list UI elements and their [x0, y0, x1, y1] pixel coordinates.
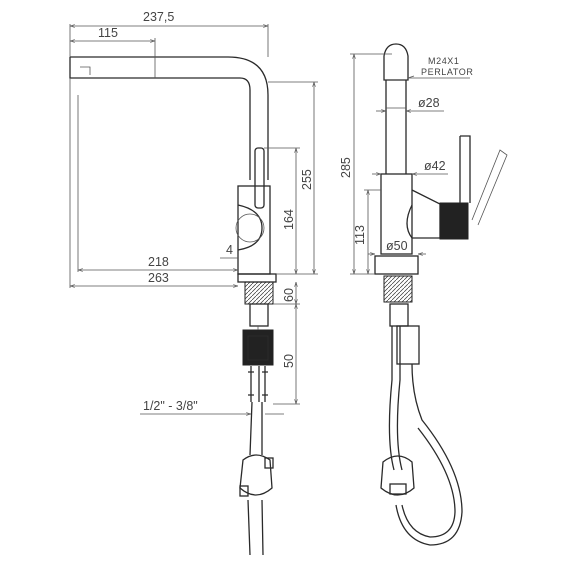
side-lever-block — [406, 189, 441, 239]
dim-total-height: 255 — [300, 169, 314, 190]
dim-hose-fitting: 50 — [282, 354, 296, 368]
side-lever — [459, 135, 471, 203]
side-spout-tube — [385, 80, 407, 174]
side-hose-weight — [380, 455, 415, 496]
front-fitting-core — [247, 335, 269, 361]
front-cartridge — [235, 213, 265, 243]
front-hose-connectors — [248, 366, 268, 402]
front-weight-clip-1 — [264, 457, 274, 469]
side-weight-clip — [389, 483, 407, 495]
side-shank — [383, 275, 413, 303]
dim-connection: 1/2" - 3/8" — [143, 399, 198, 413]
dim-gap: 4 — [226, 243, 233, 257]
front-spout-arm — [69, 56, 269, 180]
front-hose — [247, 401, 264, 556]
front-shank — [244, 281, 274, 305]
dim-base-to-spout: 218 — [148, 255, 169, 269]
front-hose-weight — [239, 454, 273, 496]
side-hose-inner — [401, 427, 456, 538]
dim-body-diameter: ø42 — [424, 159, 446, 173]
dim-side-height: 285 — [339, 157, 353, 178]
front-aerator — [80, 66, 91, 75]
dim-side-body: 113 — [353, 225, 367, 245]
side-hose-loop — [388, 326, 403, 471]
side-lever-cap — [439, 202, 469, 240]
front-fitting-top — [249, 303, 269, 327]
dim-overall-width: 237,5 — [143, 10, 174, 24]
front-dimensions: 237,5 115 218 263 4 164 255 60 50 — [69, 10, 318, 414]
dim-shank-length: 60 — [282, 288, 296, 302]
aerator-thread-label: M24X1 — [428, 56, 460, 66]
front-body — [237, 185, 271, 275]
side-fitting-nut — [396, 325, 420, 365]
side-view — [374, 43, 508, 546]
front-base — [237, 273, 277, 283]
dim-base-diameter: ø50 — [386, 239, 408, 253]
side-dimensions: 285 113 M24X1 PERLATOR ø28 ø42 ø50 — [339, 53, 473, 275]
side-body — [380, 173, 413, 255]
aerator-name-label: PERLATOR — [421, 67, 473, 77]
dim-lever-height: 164 — [282, 209, 296, 230]
front-lever-joint — [237, 204, 263, 251]
side-base — [374, 255, 419, 275]
side-lever-raised — [471, 149, 508, 226]
side-spout-top — [383, 43, 409, 81]
dim-spout-diameter: ø28 — [418, 96, 440, 110]
dim-base-total: 263 — [148, 271, 169, 285]
front-weight-clip-2 — [239, 485, 249, 497]
front-lever — [254, 147, 265, 209]
side-hose-bottom — [395, 363, 463, 546]
side-fitting — [389, 303, 409, 327]
dim-spout-reach: 115 — [98, 26, 118, 40]
front-view — [69, 56, 277, 556]
